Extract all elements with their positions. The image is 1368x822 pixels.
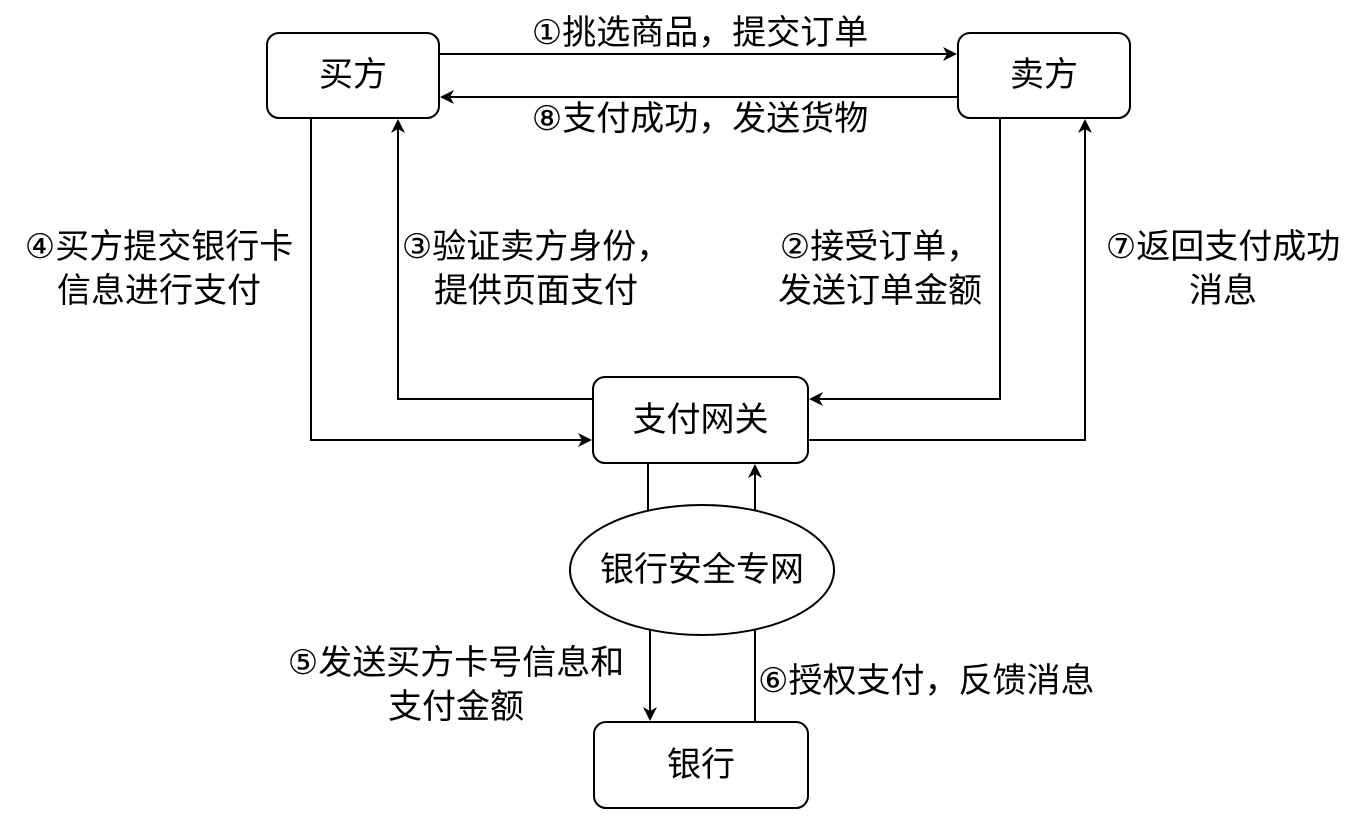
buyer-label: 买方 xyxy=(319,55,387,95)
edge-2-label-line1: ②接受订单， xyxy=(779,227,981,267)
gateway-node xyxy=(592,376,809,464)
bank-network-node xyxy=(569,504,835,636)
edge-5-label-line1: ⑤发送买方卡号信息和 xyxy=(287,643,625,683)
edge-2-line xyxy=(809,118,1001,406)
edge-6-label: ⑥授权支付，反馈消息 xyxy=(758,661,1095,701)
gateway-label: 支付网关 xyxy=(632,400,769,440)
edge-3-label-line1: ③验证卖方身份， xyxy=(401,227,671,267)
edge-2-label-line2: 发送订单金额 xyxy=(778,271,982,311)
edge-5-label-line2: 支付金额 xyxy=(388,687,524,727)
bank-node xyxy=(593,721,809,809)
bank-label: 银行 xyxy=(667,745,735,785)
bank-network-label: 银行安全专网 xyxy=(600,550,804,590)
edge-4-label-line1: ④买方提交银行卡 xyxy=(24,227,294,267)
edge-4-label-line2: 信息进行支付 xyxy=(57,271,261,311)
seller-node xyxy=(957,32,1131,119)
edge-7-line xyxy=(808,119,1092,441)
buyer-node xyxy=(266,32,440,119)
edge-7-label-line1: ⑦返回支付成功 xyxy=(1105,227,1341,267)
edge-7-label-line2: 消息 xyxy=(1189,271,1257,311)
edge-4-line xyxy=(310,118,592,447)
seller-label: 卖方 xyxy=(1010,55,1078,95)
edge-1-label: ①挑选商品，提交订单 xyxy=(531,13,869,53)
edge-3-label-line2: 提供页面支付 xyxy=(434,271,638,311)
edge-3-line xyxy=(391,119,593,400)
edge-8-label: ⑧支付成功，发送货物 xyxy=(531,99,869,139)
